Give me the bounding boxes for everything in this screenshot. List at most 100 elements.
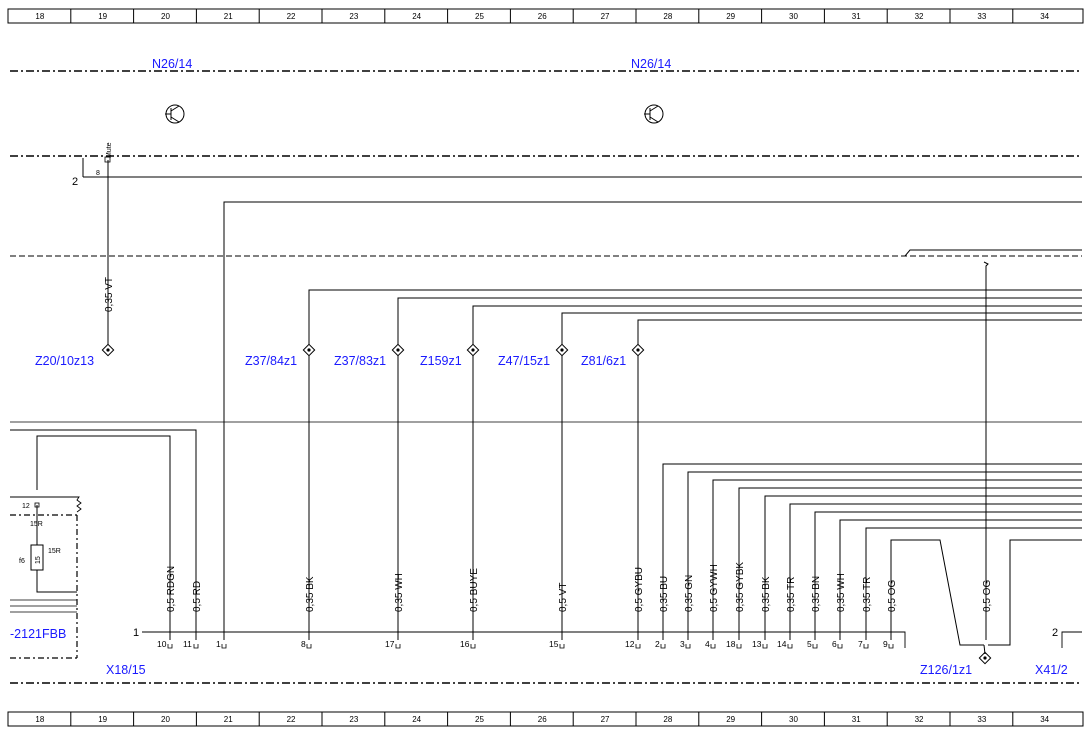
pin-number: 7 <box>858 639 863 649</box>
label-z126: Z126/1z1 <box>920 663 972 677</box>
wire-z37-84 <box>308 289 1082 345</box>
fbb-zigzag <box>10 496 82 513</box>
bus-og <box>890 539 984 646</box>
label-n26-left: N26/14 <box>152 57 192 71</box>
grid-column-label: 23 <box>349 12 358 21</box>
splice-z126 <box>978 651 992 665</box>
grid-column-label: 30 <box>789 12 798 21</box>
pin-number: 12 <box>625 639 635 649</box>
grid-column-label: 22 <box>287 12 296 21</box>
wire-label: 0,35 BK <box>761 576 772 612</box>
grid-column-label: 26 <box>538 12 547 21</box>
wire-label: 0,35 TR <box>786 577 797 612</box>
wire-label: 0,5 RDGN <box>166 566 177 612</box>
connector-x41-num: 2 <box>1052 627 1058 639</box>
wire-label: 0,5 GYBU <box>634 567 645 612</box>
grid-column-label: 28 <box>663 715 672 724</box>
splice-dot <box>471 348 475 352</box>
splice-3: Z159z1 <box>420 343 480 368</box>
pin-marker <box>863 644 869 649</box>
pin-marker <box>221 644 227 649</box>
bus-wh <box>839 519 1082 640</box>
splice-diamond <box>302 343 316 357</box>
connector-x18-frame <box>142 631 906 648</box>
pin-marker <box>306 644 312 649</box>
pin-marker <box>888 644 894 649</box>
splice-5: Z81/6z1 <box>581 343 645 368</box>
mute-pin-marker <box>104 156 111 163</box>
pin-number: 14 <box>777 639 787 649</box>
wire-label: 0,35 WH <box>836 573 847 612</box>
pin-marker <box>762 644 768 649</box>
pin-marker <box>660 644 666 649</box>
pin-number: 13 <box>752 639 762 649</box>
mute-pin: 8 <box>96 170 100 177</box>
label-fbb: -2121FBB <box>10 627 66 641</box>
wire-rdgn <box>36 435 171 640</box>
wire-z37-83 <box>397 297 1082 345</box>
fuse-label-side: 15R <box>48 548 61 555</box>
splice-diamond <box>101 343 115 357</box>
wire-label: 0,35 BN <box>811 576 822 612</box>
wire-label: 0,5 RD <box>192 581 203 612</box>
pin-number: 11 <box>183 639 192 649</box>
wire-pin1-loop <box>223 201 1082 640</box>
mute-conn-num: 2 <box>72 176 78 188</box>
pin-number: 15 <box>549 639 559 649</box>
splice-0: Z20/10z13 <box>35 343 115 368</box>
fuse-id: f6 <box>19 558 25 565</box>
pin-number: 10 <box>157 639 167 649</box>
pin-number: 9 <box>883 639 888 649</box>
splice-label: Z159z1 <box>420 354 462 368</box>
grid-column-label: 18 <box>35 12 44 21</box>
wire-label: 0,35 TR <box>862 577 873 612</box>
splice-diamond <box>555 343 569 357</box>
wire-label: 0,5 BUYE <box>469 568 480 612</box>
label-n26-right: N26/14 <box>631 57 671 71</box>
pin-marker <box>193 644 199 649</box>
wire-z47 <box>561 312 1082 345</box>
fuse-label-top: 15R <box>30 521 43 528</box>
wire-label: 0,35 BK <box>305 576 316 612</box>
z126-feed <box>983 644 986 655</box>
pin-number: 8 <box>301 639 306 649</box>
wire-og-right-bus <box>988 539 1082 646</box>
grid-column-label: 29 <box>726 12 735 21</box>
pin-marker <box>837 644 843 649</box>
label-x18: X18/15 <box>106 663 146 677</box>
grid-column-label: 30 <box>789 715 798 724</box>
grid-column-label: 21 <box>224 12 233 21</box>
grid-column-label: 33 <box>977 12 986 21</box>
wire-label: 0,5 VT <box>558 583 569 612</box>
grid-column-label: 19 <box>98 715 107 724</box>
grid-column-label: 24 <box>412 715 421 724</box>
pin-number: 3 <box>680 639 685 649</box>
pin-number: 17 <box>385 639 395 649</box>
pin-marker <box>685 644 691 649</box>
grid-column-label: 19 <box>98 12 107 21</box>
grid-column-label: 21 <box>224 715 233 724</box>
splice-label: Z37/84z1 <box>245 354 297 368</box>
grid-column-label: 18 <box>35 715 44 724</box>
wire-rd <box>10 429 197 640</box>
wire-label: 0,35 GN <box>684 575 695 612</box>
grid-column-label: 29 <box>726 715 735 724</box>
splice-diamond <box>391 343 405 357</box>
fuse-pin-marker <box>34 502 40 508</box>
splice-label: Z20/10z13 <box>35 354 94 368</box>
grid-column-label: 27 <box>601 715 610 724</box>
grid-column-label: 20 <box>161 715 170 724</box>
splice-1: Z37/84z1 <box>245 343 316 368</box>
bus-bn <box>814 511 1082 640</box>
pin-number: 16 <box>460 639 470 649</box>
grid-column-label: 25 <box>475 12 484 21</box>
splice-diamond <box>466 343 480 357</box>
grid-column-label: 31 <box>852 715 861 724</box>
mute-label: Mute <box>106 142 113 158</box>
bus-bk <box>764 495 1082 640</box>
grid-column-label: 20 <box>161 12 170 21</box>
wire-label: 0,35 GYBK <box>735 562 746 612</box>
fuse-pin-top: 12 <box>22 503 30 510</box>
pin-number: 2 <box>655 639 660 649</box>
splice-label: Z47/15z1 <box>498 354 550 368</box>
